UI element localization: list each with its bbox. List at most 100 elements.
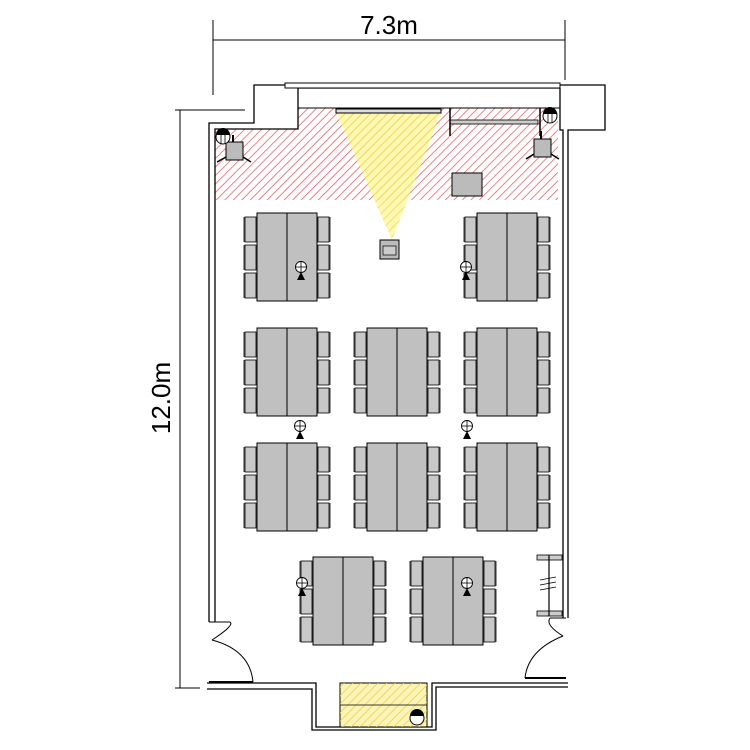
table-group bbox=[409, 556, 497, 646]
chair bbox=[464, 502, 477, 529]
chair bbox=[354, 446, 367, 473]
table bbox=[506, 212, 538, 302]
chair bbox=[317, 216, 330, 243]
chair bbox=[537, 359, 550, 386]
chair bbox=[373, 616, 386, 643]
chair bbox=[354, 387, 367, 414]
chair bbox=[410, 588, 423, 615]
microphone-icon bbox=[296, 577, 308, 596]
chair bbox=[464, 359, 477, 386]
chair bbox=[410, 616, 423, 643]
chair bbox=[464, 272, 477, 299]
chair bbox=[354, 474, 367, 501]
chair bbox=[373, 588, 386, 615]
projector bbox=[379, 239, 400, 260]
table-group bbox=[299, 556, 387, 646]
chair bbox=[464, 387, 477, 414]
chair bbox=[244, 272, 257, 299]
height-dimension: 12.0m bbox=[146, 109, 245, 689]
table bbox=[506, 442, 538, 532]
microphone-icon bbox=[461, 420, 473, 439]
table-group bbox=[353, 327, 441, 417]
door-right[interactable] bbox=[524, 617, 566, 679]
table bbox=[476, 212, 508, 302]
chair bbox=[373, 560, 386, 587]
chair bbox=[317, 272, 330, 299]
chair bbox=[537, 502, 550, 529]
chair bbox=[244, 359, 257, 386]
chair bbox=[427, 331, 440, 358]
table-groups bbox=[243, 212, 551, 646]
microphone-icon bbox=[295, 261, 307, 280]
chair bbox=[354, 359, 367, 386]
table bbox=[396, 327, 428, 417]
table bbox=[366, 442, 398, 532]
chair bbox=[537, 387, 550, 414]
chair bbox=[354, 331, 367, 358]
chair bbox=[537, 331, 550, 358]
table-group bbox=[463, 212, 551, 302]
chair bbox=[244, 502, 257, 529]
chair bbox=[354, 502, 367, 529]
chair bbox=[427, 502, 440, 529]
table bbox=[342, 556, 374, 646]
table bbox=[256, 442, 288, 532]
camera-right bbox=[525, 131, 560, 160]
chair bbox=[464, 474, 477, 501]
width-label: 7.3m bbox=[360, 10, 418, 40]
camera-left bbox=[216, 135, 252, 163]
table bbox=[286, 442, 318, 532]
storage-area bbox=[339, 682, 428, 728]
table bbox=[396, 442, 428, 532]
chair bbox=[537, 446, 550, 473]
table bbox=[256, 212, 288, 302]
chair bbox=[483, 616, 496, 643]
chair bbox=[317, 387, 330, 414]
chair bbox=[317, 244, 330, 271]
chair bbox=[317, 474, 330, 501]
chair bbox=[300, 616, 313, 643]
chair bbox=[244, 474, 257, 501]
table bbox=[452, 556, 484, 646]
chair bbox=[427, 387, 440, 414]
table-group bbox=[243, 327, 331, 417]
table bbox=[312, 556, 344, 646]
chair bbox=[244, 244, 257, 271]
chair bbox=[537, 216, 550, 243]
microphone-icon bbox=[461, 577, 473, 596]
speaker-icon bbox=[409, 709, 425, 726]
door-left[interactable] bbox=[209, 621, 254, 683]
chair bbox=[464, 216, 477, 243]
microphone-icon bbox=[460, 261, 472, 280]
table bbox=[476, 442, 508, 532]
chair bbox=[483, 588, 496, 615]
chair bbox=[537, 272, 550, 299]
table-group bbox=[243, 442, 331, 532]
chair bbox=[244, 216, 257, 243]
walls bbox=[207, 82, 606, 731]
table bbox=[286, 212, 318, 302]
table bbox=[256, 327, 288, 417]
table bbox=[506, 327, 538, 417]
table-group bbox=[463, 327, 551, 417]
table bbox=[286, 327, 318, 417]
chair bbox=[537, 474, 550, 501]
chair bbox=[317, 446, 330, 473]
table bbox=[476, 327, 508, 417]
microphone-icon bbox=[294, 420, 306, 439]
speaker-icon bbox=[542, 107, 558, 124]
table-group bbox=[243, 212, 331, 302]
width-dimension: 7.3m bbox=[212, 10, 566, 95]
monitor bbox=[451, 172, 483, 197]
height-label: 12.0m bbox=[146, 362, 176, 434]
chair bbox=[427, 446, 440, 473]
chair bbox=[464, 331, 477, 358]
chair bbox=[464, 446, 477, 473]
chair bbox=[483, 560, 496, 587]
chair bbox=[244, 331, 257, 358]
chair bbox=[410, 560, 423, 587]
chair bbox=[244, 446, 257, 473]
microphones bbox=[294, 261, 473, 596]
